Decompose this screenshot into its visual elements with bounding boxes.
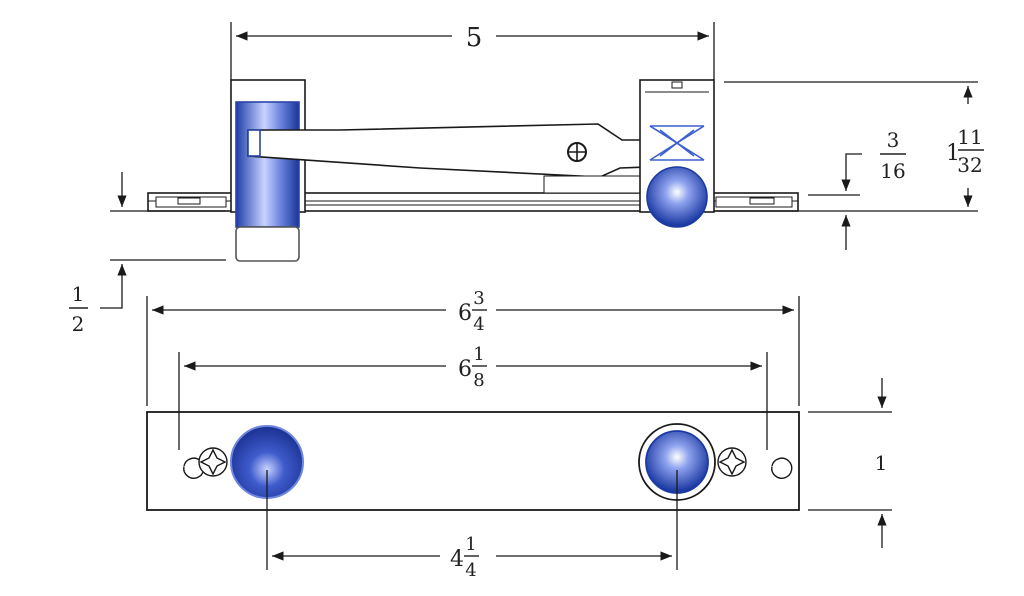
dim-center-spacing: 4 1 4 — [450, 534, 479, 581]
svg-text:1: 1 — [72, 282, 85, 306]
svg-text:3: 3 — [887, 128, 900, 152]
svg-text:3: 3 — [473, 288, 484, 309]
svg-text:1: 1 — [946, 141, 960, 166]
dim-plate-length: 6 3 4 — [458, 288, 487, 335]
svg-text:1: 1 — [465, 534, 476, 555]
pivot-screw — [567, 142, 587, 162]
spring-icon — [649, 125, 705, 161]
left-housing — [230, 79, 306, 262]
svg-text:8: 8 — [473, 370, 484, 391]
svg-text:4: 4 — [465, 560, 476, 581]
plan-view-dimensions — [146, 296, 892, 570]
dimension-labels: 5 1 11 32 3 16 1 2 6 3 4 6 — [69, 23, 984, 581]
svg-text:4: 4 — [450, 547, 464, 572]
svg-text:6: 6 — [458, 301, 472, 326]
dim-ball-protrusion: 3 16 — [880, 128, 906, 183]
screw-icon-right — [717, 447, 747, 477]
lever-slot — [247, 129, 261, 157]
plan-view — [146, 411, 800, 511]
side-view-dimensions — [100, 22, 978, 309]
svg-text:11: 11 — [957, 125, 982, 149]
svg-text:4: 4 — [473, 314, 484, 335]
right-housing — [639, 79, 715, 228]
side-view — [147, 79, 799, 262]
svg-text:2: 2 — [72, 312, 85, 336]
mounting-hole-right — [771, 457, 793, 479]
dim-height-total: 1 11 32 — [946, 125, 984, 177]
svg-text:6: 6 — [458, 357, 472, 382]
svg-text:1: 1 — [473, 344, 484, 365]
dim-width-top: 5 — [466, 23, 483, 53]
svg-text:16: 16 — [880, 159, 905, 183]
lever-arm — [247, 123, 690, 178]
screw-icon-left — [198, 447, 228, 477]
svg-text:32: 32 — [957, 153, 982, 177]
dim-hole-spacing: 6 1 8 — [458, 344, 487, 391]
base-rail — [147, 192, 799, 212]
dim-plate-width: 1 — [875, 451, 888, 475]
ball-bearing — [646, 166, 708, 228]
dim-cylinder-drop: 1 2 — [69, 282, 88, 336]
